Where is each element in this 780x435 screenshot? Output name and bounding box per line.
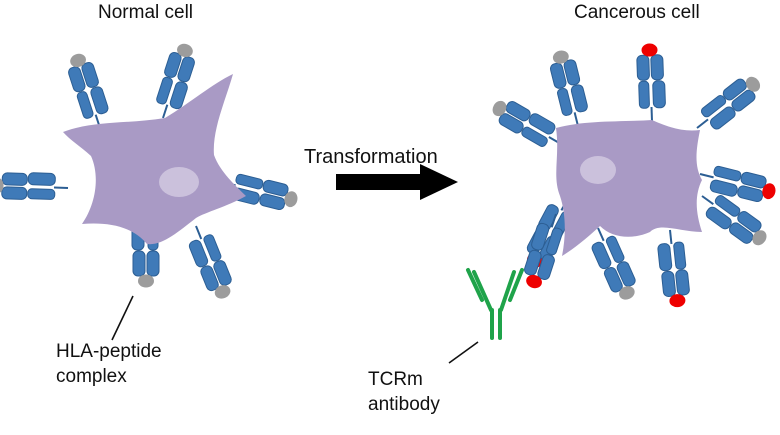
hla-peptide-complex-icon: [217, 168, 298, 213]
normal-peptide-icon: [745, 76, 761, 92]
right-arrow-icon: [336, 164, 458, 200]
normal-peptide-icon: [138, 274, 154, 288]
normal-peptide-icon: [0, 177, 4, 194]
cancer-cell-nucleus: [580, 156, 616, 184]
normal-cell-title: Normal cell: [98, 2, 194, 23]
normal-peptide-icon: [752, 230, 767, 246]
normal-peptide-icon: [214, 285, 231, 299]
normal-peptide-icon: [492, 100, 507, 117]
normal-hla-complexes: [0, 43, 298, 299]
tcrm-antibody-label: TCRm antibody: [368, 368, 440, 417]
hla-peptide-complex-icon: [548, 50, 593, 131]
tumor-peptide-icon: [641, 43, 658, 57]
hla-peptide-complex-icon: [635, 43, 667, 123]
hla-peptide-complex-icon: [0, 170, 70, 202]
tumor-peptide-icon: [526, 274, 542, 289]
hla-peptide-complex-icon: [182, 220, 234, 299]
hla-peptide-complex-icon: [131, 209, 160, 288]
tumor-peptide-icon: [669, 294, 686, 308]
cancerous-cell-title: Cancerous cell: [574, 2, 700, 23]
transformation-label: Transformation: [304, 146, 438, 168]
hla-peptide-complex-icon: [584, 221, 638, 300]
normal-cell-nucleus: [159, 167, 199, 197]
hla-pointer-line: [111, 295, 134, 341]
normal-peptide-icon: [552, 50, 569, 64]
hla-peptide-complex-icon: [695, 160, 776, 205]
tcrm-antibody-label-line1: TCRm: [368, 369, 423, 390]
hla-peptide-label: HLA-peptide complex: [56, 340, 162, 389]
tumor-peptide-icon: [762, 183, 776, 200]
normal-cell-body: [63, 74, 246, 245]
cancerous-cell: [492, 43, 776, 308]
hla-peptide-label-line2: complex: [56, 365, 127, 387]
normal-cell: [0, 43, 298, 299]
normal-peptide-icon: [177, 43, 193, 58]
tcrm-pointer-line: [448, 341, 479, 364]
hla-peptide-complex-icon: [492, 97, 569, 157]
hla-peptide-complex-icon: [655, 227, 691, 308]
hla-peptide-complex-icon: [521, 208, 570, 289]
hla-peptide-complex-icon: [687, 76, 761, 141]
normal-peptide-icon: [619, 286, 635, 300]
y-shaped-antibody-icon: [466, 268, 524, 340]
normal-peptide-icon: [70, 53, 86, 68]
cancer-hla-complexes: [492, 43, 776, 308]
hla-peptide-complex-icon: [692, 184, 767, 248]
hla-peptide-complex-icon: [66, 53, 115, 134]
normal-peptide-icon: [284, 191, 298, 208]
hla-peptide-complex-icon: [149, 43, 198, 124]
tcrm-antibody-label-line2: antibody: [368, 393, 440, 415]
cancer-cell-body: [556, 120, 702, 256]
hla-peptide-label-line1: HLA-peptide: [56, 341, 162, 362]
